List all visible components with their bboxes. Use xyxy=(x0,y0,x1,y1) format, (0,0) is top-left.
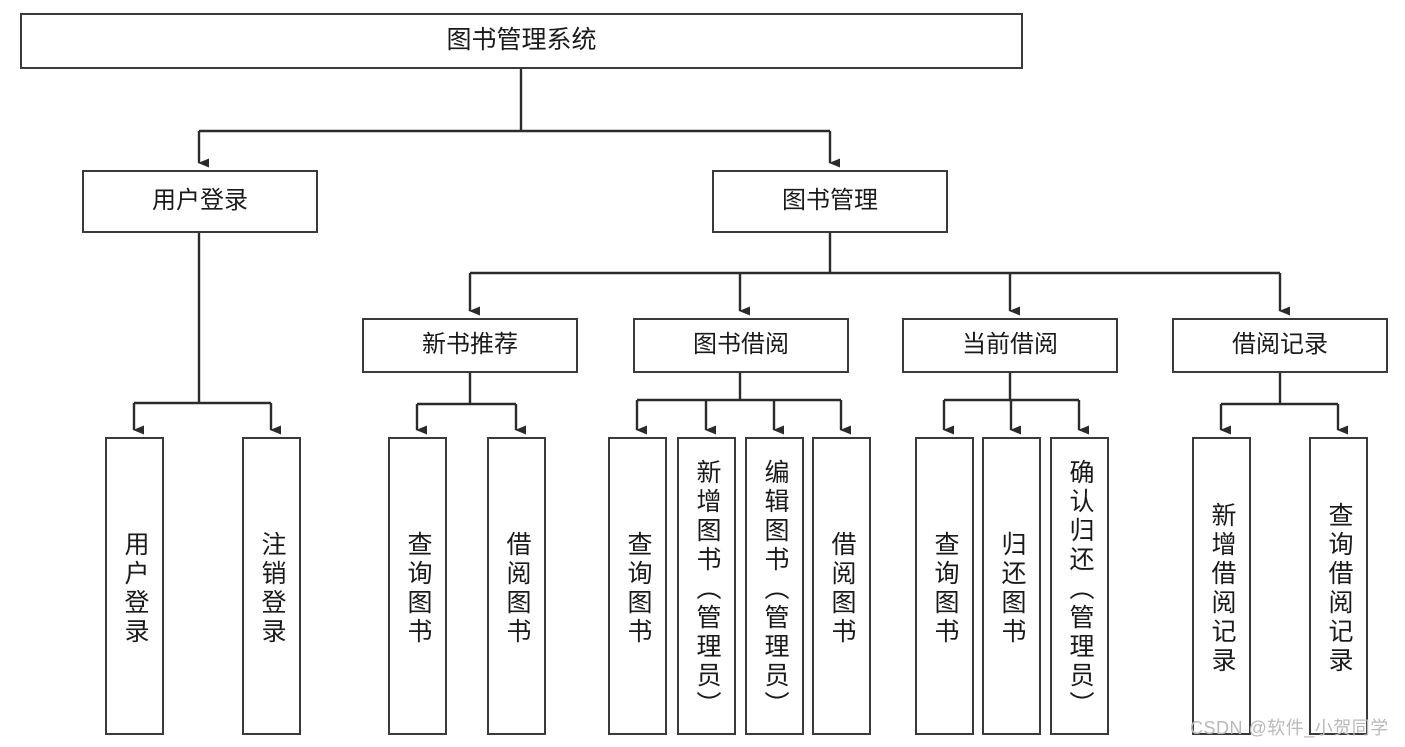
node-leaf-borrow-book-2-label: 借阅图书 xyxy=(828,531,856,647)
node-book-borrow[interactable]: 图书借阅 xyxy=(633,318,849,373)
node-leaf-confirm-return-label: 确认归还（管理员） xyxy=(1066,458,1094,720)
node-leaf-borrow-book-1[interactable]: 借阅图书 xyxy=(487,437,546,735)
node-leaf-add-record-label: 新增借阅记录 xyxy=(1208,502,1236,676)
node-leaf-query-book-1-label: 查询图书 xyxy=(404,531,432,647)
node-leaf-query-book-2[interactable]: 查询图书 xyxy=(608,437,667,735)
node-leaf-query-record[interactable]: 查询借阅记录 xyxy=(1309,437,1368,735)
node-leaf-user-logout[interactable]: 注销登录 xyxy=(242,437,301,735)
node-user-login[interactable]: 用户登录 xyxy=(82,170,318,233)
node-user-login-label: 用户登录 xyxy=(152,187,248,215)
node-leaf-query-book-3[interactable]: 查询图书 xyxy=(915,437,974,735)
watermark: CSDN @软件_小贺同学 xyxy=(1190,718,1389,738)
node-leaf-confirm-return[interactable]: 确认归还（管理员） xyxy=(1050,437,1109,735)
node-leaf-return-book-label: 归还图书 xyxy=(998,531,1026,647)
node-current-borrow[interactable]: 当前借阅 xyxy=(902,318,1118,373)
node-leaf-user-login[interactable]: 用户登录 xyxy=(105,437,164,735)
node-leaf-user-login-label: 用户登录 xyxy=(121,531,149,647)
node-leaf-query-record-label: 查询借阅记录 xyxy=(1325,502,1353,676)
node-new-book-recommend-label: 新书推荐 xyxy=(422,331,518,359)
node-book-borrow-label: 图书借阅 xyxy=(693,331,789,359)
node-leaf-borrow-book-2[interactable]: 借阅图书 xyxy=(812,437,871,735)
node-leaf-add-record[interactable]: 新增借阅记录 xyxy=(1192,437,1251,735)
node-leaf-edit-book-label: 编辑图书（管理员） xyxy=(761,458,789,720)
node-leaf-borrow-book-1-label: 借阅图书 xyxy=(503,531,531,647)
node-leaf-user-logout-label: 注销登录 xyxy=(258,531,286,647)
node-new-book-recommend[interactable]: 新书推荐 xyxy=(362,318,578,373)
node-leaf-query-book-3-label: 查询图书 xyxy=(931,531,959,647)
node-book-management[interactable]: 图书管理 xyxy=(712,170,948,233)
node-root-label: 图书管理系统 xyxy=(446,26,597,55)
node-borrow-record[interactable]: 借阅记录 xyxy=(1172,318,1388,373)
node-leaf-query-book-2-label: 查询图书 xyxy=(624,531,652,647)
node-leaf-edit-book[interactable]: 编辑图书（管理员） xyxy=(745,437,804,735)
node-current-borrow-label: 当前借阅 xyxy=(962,331,1058,359)
node-borrow-record-label: 借阅记录 xyxy=(1232,331,1328,359)
node-leaf-add-book-label: 新增图书（管理员） xyxy=(693,458,721,720)
node-book-management-label: 图书管理 xyxy=(782,187,878,215)
node-leaf-return-book[interactable]: 归还图书 xyxy=(982,437,1041,735)
node-leaf-add-book[interactable]: 新增图书（管理员） xyxy=(677,437,736,735)
node-root[interactable]: 图书管理系统 xyxy=(20,13,1023,69)
node-leaf-query-book-1[interactable]: 查询图书 xyxy=(388,437,447,735)
